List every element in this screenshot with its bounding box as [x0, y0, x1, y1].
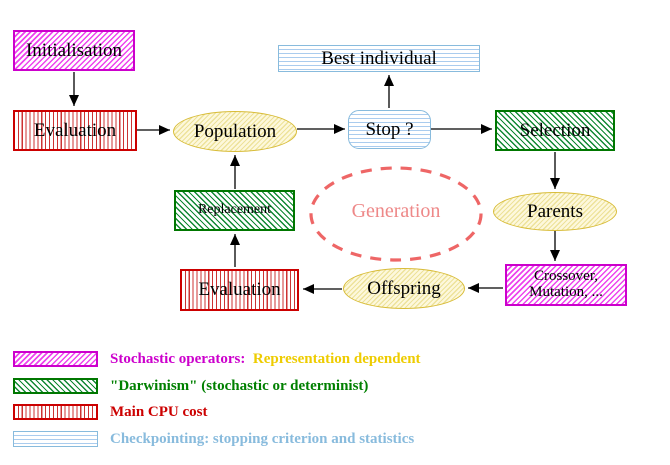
legend-text-checkpointing: Checkpointing: stopping criterion and st… [110, 431, 415, 447]
legend-text-stochastic-operators: Stochastic operators: Representation dep… [110, 351, 421, 368]
node-evaluation-bottom: Evaluation [180, 269, 299, 311]
crossover-line2: Mutation, ... [529, 284, 603, 300]
node-replacement: Replacement [174, 190, 295, 231]
generation-cycle-ellipse [309, 166, 483, 262]
legend-swatch-cpu-cost [13, 404, 98, 420]
legend-swatch-darwinism [13, 378, 98, 394]
node-stop: Stop ? [348, 110, 431, 149]
legend-swatch-checkpointing [13, 431, 98, 447]
legend-text-darwinism: "Darwinism" (stochastic or determinist) [110, 378, 369, 394]
node-selection: Selection [495, 110, 615, 151]
legend-swatch-stochastic-operators [13, 351, 98, 367]
node-evaluation-top: Evaluation [13, 110, 137, 151]
node-offspring: Offspring [343, 268, 465, 309]
node-initialisation: Initialisation [13, 30, 135, 71]
node-best-individual: Best individual [278, 45, 480, 72]
node-population: Population [173, 111, 297, 152]
legend-representation-label: Representation dependent [252, 351, 421, 367]
node-crossover-mutation: Crossover, Mutation, ... [505, 264, 627, 306]
node-parents: Parents [493, 192, 617, 231]
generation-label: Generation [351, 200, 441, 222]
legend-text-cpu-cost: Main CPU cost [110, 404, 208, 420]
crossover-line1: Crossover, [534, 268, 598, 285]
legend-stochastic-label: Stochastic operators: [110, 351, 246, 367]
